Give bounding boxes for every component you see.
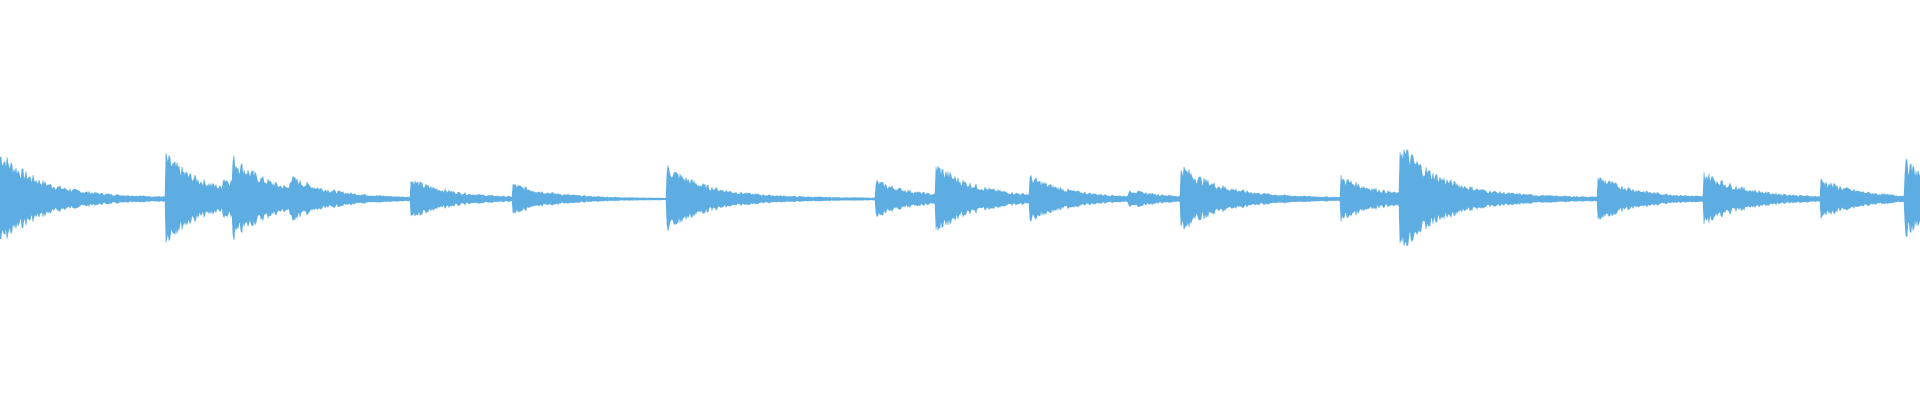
- waveform-envelope: [0, 148, 1920, 247]
